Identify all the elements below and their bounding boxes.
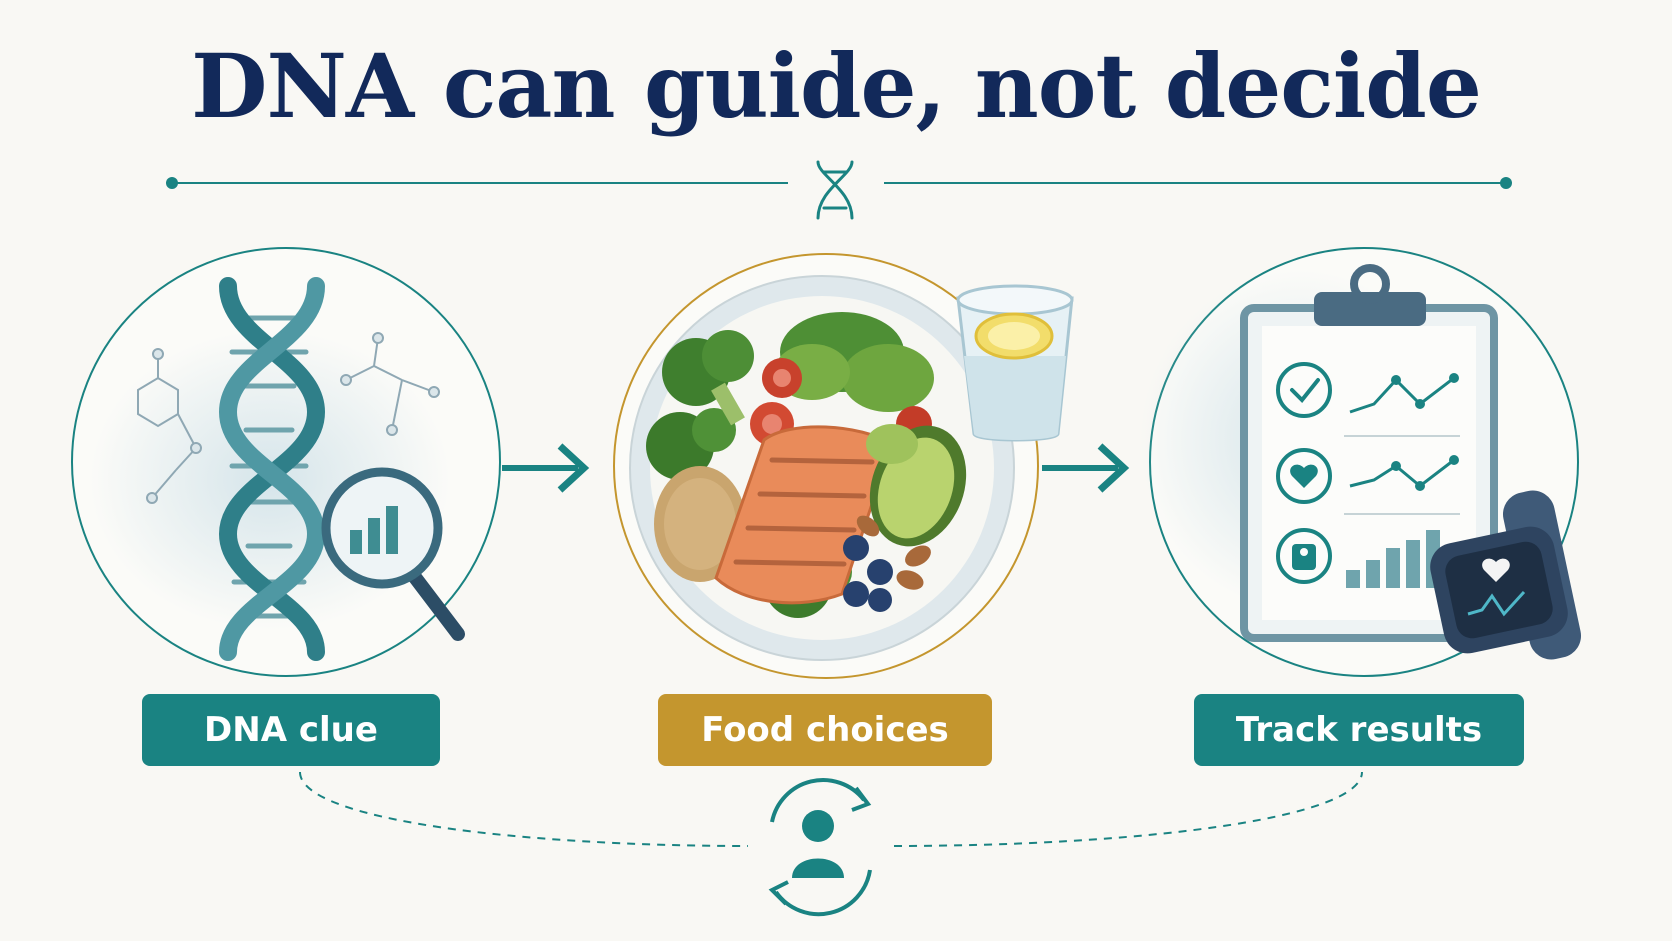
water-glass-icon xyxy=(956,284,1074,442)
person-cycle-icon xyxy=(768,778,872,917)
avocado-icon xyxy=(866,424,967,547)
step-label-track-results: Track results xyxy=(1194,694,1524,766)
step-label-dna-clue: DNA clue xyxy=(142,694,440,766)
almond-icon xyxy=(856,515,931,590)
title-divider xyxy=(166,160,1512,220)
molecule-icon xyxy=(137,348,202,504)
feedback-loop-line xyxy=(893,771,1363,847)
checkmark-icon xyxy=(1276,362,1332,418)
arrowhead-icon xyxy=(557,443,590,493)
dna-helix-icon xyxy=(218,277,326,661)
magnifier-icon xyxy=(321,467,465,641)
heart-icon xyxy=(1276,448,1332,504)
food-choices-illustration xyxy=(613,253,1074,679)
arrowhead-icon xyxy=(1097,443,1130,493)
feedback-loop-line xyxy=(299,771,749,847)
dna-emblem-icon xyxy=(816,160,854,220)
smartwatch-icon xyxy=(1430,490,1582,660)
page-title: DNA can guide, not decide xyxy=(191,34,1482,138)
blueberry-icon xyxy=(843,535,893,612)
scale-icon xyxy=(1276,528,1332,584)
molecule-icon xyxy=(340,332,440,436)
dna-clue-illustration xyxy=(71,247,501,677)
step-label-food-choices: Food choices xyxy=(658,694,992,766)
track-results-illustration xyxy=(1140,247,1582,677)
